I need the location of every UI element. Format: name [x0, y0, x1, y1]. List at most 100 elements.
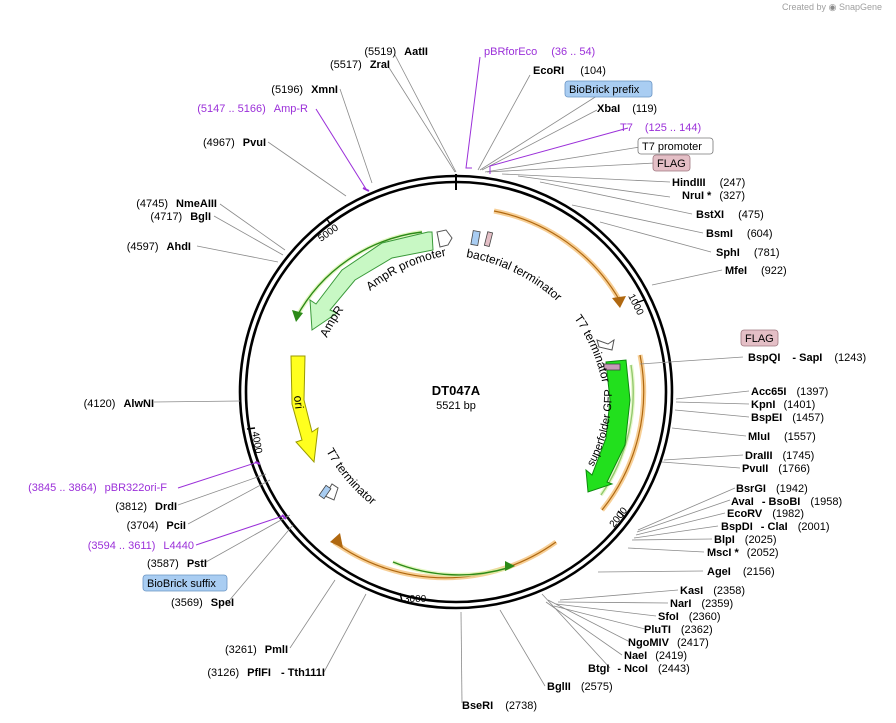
svg-text:FLAG: FLAG	[745, 333, 774, 345]
orf-arc-top-line	[493, 210, 621, 302]
site-bsrgi: BsrGI(1942)	[736, 483, 808, 495]
site-ahdi: (4597)AhdI	[127, 241, 191, 253]
callout-flag-right: FLAG	[740, 329, 779, 347]
site-hindiii: HindIII(247)	[672, 177, 745, 189]
site-ngomiv: NgoMIV(2417)	[628, 637, 709, 649]
svg-text:BioBrick prefix: BioBrick prefix	[569, 84, 640, 96]
flag-block-right	[603, 363, 621, 371]
plasmid-size: 5521 bp	[436, 400, 476, 412]
orf-arc-bottom-line	[333, 541, 557, 579]
site-xmni: (5196)XmnI	[271, 84, 338, 96]
t7-terminator-right-arrow	[596, 338, 615, 351]
svg-text:BioBrick suffix: BioBrick suffix	[147, 578, 216, 590]
sites-left: (5519)AatII (5517)ZraI (5196)XmnI (4967)…	[84, 46, 428, 679]
orf-arc-bottom-inner-head	[505, 561, 515, 571]
tick-5000-mark	[325, 217, 332, 226]
snapgene-logo: ◉	[828, 2, 837, 12]
plasmid-name: DT047A	[432, 383, 481, 398]
orf-arcs	[292, 208, 647, 581]
site-pcii: (3704)PciI	[127, 520, 186, 532]
primer-pbr322ori-f: (3845 .. 3864)pBR322ori-F	[28, 482, 167, 494]
primer-leaders	[177, 56, 629, 546]
site-draiii: DraIII(1745)	[745, 450, 814, 462]
svg-text:FLAG: FLAG	[657, 158, 686, 170]
site-btgi: BtgI- NcoI(2443)	[588, 663, 690, 675]
bacterial-terminator-block	[470, 230, 481, 247]
ori-arrow	[290, 355, 319, 464]
site-zrai: (5517)ZraI	[330, 59, 390, 71]
orf-arc-bottom-inner-line	[392, 561, 512, 576]
site-agei: AgeI(2156)	[707, 566, 775, 578]
site-bspqi: BspQI- SapI(1243)	[748, 352, 866, 364]
flag-block-top	[483, 231, 494, 248]
tick-label-3000: 3000	[404, 594, 427, 605]
site-bgli: (4717)BglI	[150, 211, 211, 223]
ampr-promoter-arrow	[436, 229, 453, 248]
callout-biobrick-prefix: BioBrick prefix	[564, 80, 653, 98]
site-avai: AvaI- BsoBI(1958)	[731, 496, 842, 508]
site-pmli: (3261)PmlI	[225, 644, 288, 656]
features	[290, 229, 631, 501]
site-bglii: BglII(2575)	[547, 681, 613, 693]
site-sfoi: SfoI(2360)	[658, 611, 721, 623]
tick-2000-mark	[617, 510, 626, 518]
site-ecorv: EcoRV(1982)	[727, 508, 804, 520]
tick-4000-mark	[246, 427, 256, 430]
site-pluti: PluTI(2362)	[644, 624, 713, 636]
site-kpni: KpnI(1401)	[751, 399, 815, 411]
primer-t7: T7(125 .. 144)	[620, 122, 701, 134]
site-acc65i: Acc65I(1397)	[751, 386, 828, 398]
site-bspei: BspEI(1457)	[751, 412, 824, 424]
site-msci: MscI *(2052)	[707, 547, 779, 559]
orf-arc-right-inner-glow	[599, 364, 636, 497]
credit-text: Created by	[782, 2, 827, 12]
callout-biobrick-suffix: BioBrick suffix	[142, 574, 228, 592]
site-bsmi: BsmI(604)	[706, 228, 773, 240]
feature-label-bacterial-terminator: bacterial terminator	[465, 246, 564, 304]
svg-text:T7 promoter: T7 promoter	[642, 141, 702, 153]
site-pvuii: PvuII(1766)	[742, 463, 810, 475]
site-bspdi: BspDI- ClaI(2001)	[721, 521, 829, 533]
site-beseri: BseRI(2738)	[462, 700, 537, 712]
orf-arc-right-line	[601, 354, 645, 511]
feature-label-ori: ori	[291, 395, 306, 410]
tick-1000-mark	[635, 299, 645, 304]
site-nari: NarI(2359)	[670, 598, 733, 610]
biobrick-suffix-block	[318, 484, 332, 500]
ampr-arrow	[309, 231, 434, 331]
sites-right: EcoRI(104) XbaI(119) HindIII(247) NruI *…	[462, 65, 866, 712]
site-mlui: MluI(1557)	[748, 431, 816, 443]
leader-lines	[153, 54, 750, 704]
credit-brand: SnapGene	[838, 2, 882, 12]
snapgene-credit: Created by ◉ SnapGene	[782, 2, 882, 13]
callout-t7-promoter: T7 promoter	[637, 137, 714, 155]
site-nrui: NruI *(327)	[682, 190, 745, 202]
orf-arc-top-head	[612, 296, 626, 308]
superfolder-gfp-arrow	[585, 359, 631, 493]
site-kasi: KasI(2358)	[680, 585, 745, 597]
orf-arc-bottom-head	[330, 533, 343, 548]
site-pflfi: (3126)PflFI- Tth111I	[207, 667, 325, 679]
orf-arc-left-line	[295, 231, 423, 319]
site-bstxi: BstXI(475)	[696, 209, 764, 221]
callouts: BioBrick prefix T7 promoter FLAG FLAG Bi…	[142, 80, 779, 592]
site-ecori: EcoRI(104)	[533, 65, 606, 77]
primer-l4440: (3594 .. 3611)L4440	[88, 540, 194, 552]
site-mfei: MfeI(922)	[725, 265, 787, 277]
orf-arc-left-head	[292, 310, 303, 322]
site-nmeaiii: (4745)NmeAIII	[136, 198, 217, 210]
tick-label-4000: 4000	[249, 431, 264, 455]
primer-labels: pBRforEco(36 .. 54) T7(125 .. 144) (5147…	[28, 46, 701, 552]
site-psti: (3587)PstI	[147, 558, 207, 570]
callout-flag-top: FLAG	[652, 154, 691, 172]
tick-3000-mark	[399, 592, 403, 602]
site-alwni: (4120)AlwNI	[84, 398, 154, 410]
site-pvui: (4967)PvuI	[203, 137, 266, 149]
site-aatii: (5519)AatII	[364, 46, 428, 58]
site-sphi: SphI(781)	[716, 247, 780, 259]
site-xbai: XbaI(119)	[597, 103, 657, 115]
site-naei: NaeI(2419)	[624, 650, 687, 662]
site-spei: (3569)SpeI	[171, 597, 234, 609]
site-drdi: (3812)DrdI	[115, 501, 177, 513]
